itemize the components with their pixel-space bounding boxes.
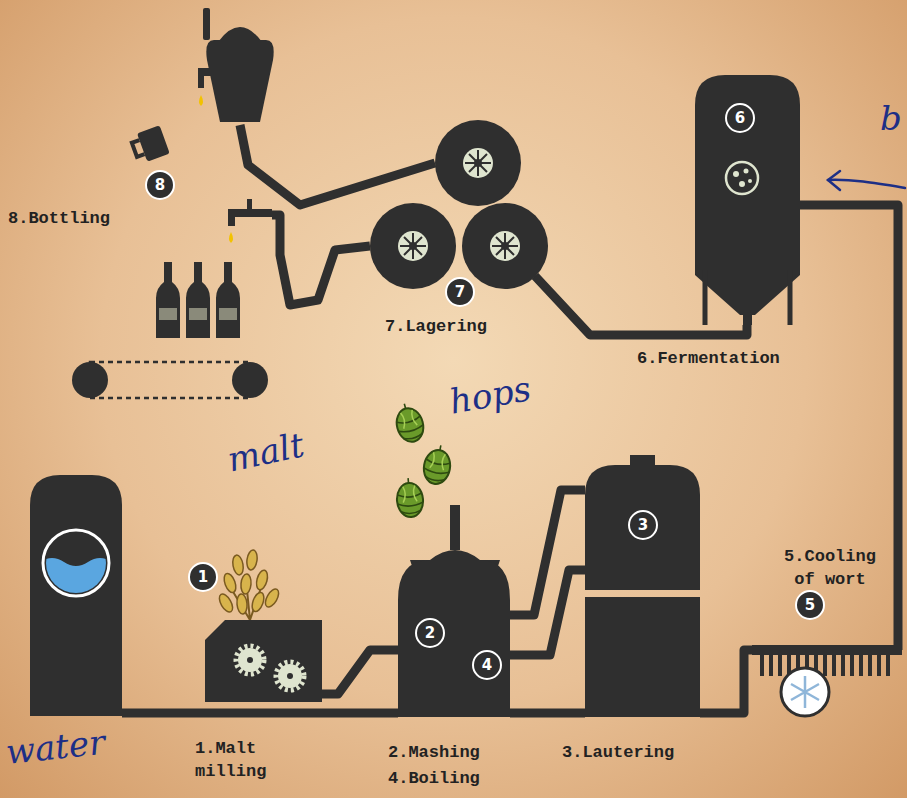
- lagering-tanks: 77.Lagering: [370, 118, 548, 293]
- callout-number: 4: [472, 650, 502, 680]
- pipe-connector: [272, 215, 370, 305]
- malt-mill-shape: [205, 620, 322, 702]
- callout-number: 7: [445, 277, 475, 307]
- pipe-connector: [322, 650, 398, 694]
- bottling-station-shape: [70, 5, 285, 400]
- callout-number: 2: [415, 618, 445, 648]
- pipe-connector: [510, 490, 585, 615]
- callout-number: 3: [628, 510, 658, 540]
- wort-cooler-shape: [752, 628, 902, 718]
- water-pipe: [122, 709, 585, 718]
- callout-number: 6: [725, 103, 755, 133]
- step-caption: 1.Malt milling: [195, 738, 281, 784]
- yeast-arrow: [828, 171, 905, 190]
- step-caption: 4.Boiling: [388, 768, 480, 791]
- malt-grains: [217, 549, 282, 620]
- step-caption: 8.Bottling: [8, 208, 110, 231]
- pipe-connector: [240, 125, 435, 205]
- mash-kettle-shape: [398, 505, 510, 717]
- malt-label: malt: [224, 424, 308, 479]
- pipe-connector: [700, 650, 752, 713]
- fermentation-tank: 66.Fermentation: [695, 75, 800, 325]
- water-label: water: [4, 722, 107, 772]
- step-caption: 5.Cooling of wort: [776, 546, 884, 592]
- callout-number: 8: [145, 170, 175, 200]
- step-caption: 3.Lautering: [562, 742, 674, 765]
- step-caption: 6.Fermentation: [637, 348, 780, 371]
- callout-number: 1: [188, 562, 218, 592]
- step-caption: 7.Lagering: [385, 316, 487, 339]
- bottling-station: 88.Bottling: [70, 5, 285, 400]
- callout-number: 5: [795, 590, 825, 620]
- lauter-tun-shape: [585, 455, 700, 717]
- mash-kettle: 242.Mashing4.Boiling: [398, 505, 510, 717]
- step-caption: 2.Mashing: [388, 742, 480, 765]
- wort-cooler: 55.Cooling of wort: [752, 628, 902, 718]
- arrow-label: b: [880, 98, 902, 138]
- hop-cones: [392, 400, 454, 518]
- pipe-connector: [510, 570, 585, 655]
- malt-mill: 11.Malt milling: [205, 620, 322, 702]
- water-tank: [30, 475, 122, 716]
- lauter-tun: 33.Lautering: [585, 455, 700, 717]
- lagering-tanks-shape: [370, 118, 548, 293]
- hops-label: hops: [447, 368, 534, 422]
